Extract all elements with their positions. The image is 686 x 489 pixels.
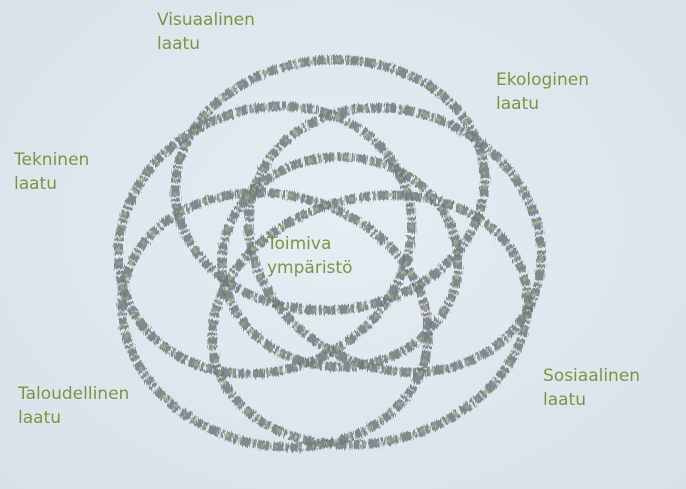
label-social-quality: Sosiaalinen laatu — [543, 364, 640, 412]
label-technical-quality: Tekninen laatu — [14, 148, 89, 196]
label-functional-environment: Toimiva ympäristö — [267, 232, 352, 280]
label-economic-quality: Taloudellinen laatu — [18, 382, 129, 430]
ring-visual — [165, 47, 496, 323]
label-visual-quality: Visuaalinen laatu — [157, 8, 255, 56]
ring-visual-highlight — [165, 47, 496, 323]
label-ecological-quality: Ekologinen laatu — [496, 68, 589, 116]
